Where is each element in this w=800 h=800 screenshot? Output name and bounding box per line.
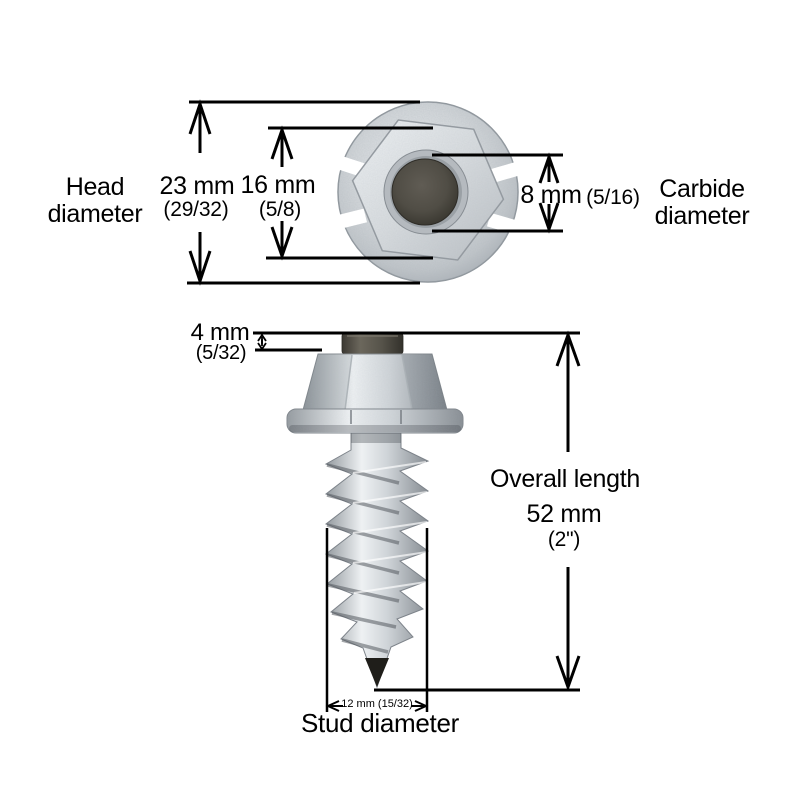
- head-diameter-label: Head diameter: [48, 174, 143, 228]
- carbide-diameter-value: 8 mm: [520, 181, 582, 209]
- arrow-down-icon: [555, 655, 581, 692]
- dim-protrusion-4mm: [253, 331, 580, 352]
- thread-shading: [326, 463, 400, 654]
- stud-diameter-label: Stud diameter: [301, 708, 459, 738]
- protrusion-value: 4 mm: [190, 319, 250, 346]
- arrow-left-icon: [325, 700, 340, 712]
- arrow-down-icon: [538, 202, 560, 234]
- overall-length-fraction: (2"): [547, 528, 581, 551]
- notch-cut: [316, 149, 366, 177]
- arrow-down-icon: [270, 226, 294, 261]
- carbide-insert-top: [391, 158, 459, 226]
- notch-cut: [486, 212, 536, 240]
- head-diameter-label-line2: diameter: [47, 200, 143, 228]
- overall-length-label: Overall length: [489, 465, 641, 493]
- dim-overall-52mm: [374, 330, 581, 692]
- dim-flange-16mm: [266, 125, 433, 261]
- head-diameter-label-line1: Head: [65, 173, 125, 201]
- arrow-up-icon: [538, 152, 560, 184]
- carbide-diameter-label-line2: diameter: [654, 202, 750, 230]
- arrow-up-icon: [270, 125, 294, 160]
- dim-head-23mm: [187, 99, 420, 286]
- head-diameter-value: 23 mm: [159, 172, 235, 200]
- stud-side-view: [286, 332, 464, 689]
- flange-texture-side: [287, 409, 463, 433]
- thread-highlights: [352, 461, 428, 594]
- flange-diameter-fraction: (5/8): [258, 198, 302, 221]
- neck-shadow: [351, 433, 401, 443]
- arrow-up-icon: [257, 333, 267, 342]
- tip-point: [365, 658, 389, 687]
- head-diameter-fraction: (29/32): [163, 198, 229, 221]
- arrow-down-icon: [188, 250, 212, 286]
- dim-stud-12mm: [325, 528, 429, 712]
- head-top-view: [316, 101, 538, 283]
- arrow-down-icon: [257, 342, 267, 351]
- protrusion-fraction: (5/32): [195, 342, 247, 364]
- flange-notches: [316, 149, 538, 240]
- arrow-up-icon: [188, 99, 212, 135]
- arrow-up-icon: [555, 330, 581, 367]
- arrow-right-icon: [414, 700, 429, 712]
- hex-side-texture: [303, 354, 447, 410]
- stud-diameter-value: 12 mm (15/32): [341, 698, 413, 710]
- carbide-diameter-label: Carbide diameter: [655, 176, 750, 230]
- notch-cut: [318, 208, 368, 234]
- carbide-diameter-fraction: (5/16): [586, 186, 640, 209]
- dim-carbide-8mm: [432, 152, 563, 234]
- carbide-diameter-label-line1: Carbide: [659, 175, 745, 203]
- notch-cut: [488, 156, 538, 184]
- overall-length-value: 52 mm: [526, 500, 602, 528]
- flange-diameter-value: 16 mm: [240, 171, 316, 199]
